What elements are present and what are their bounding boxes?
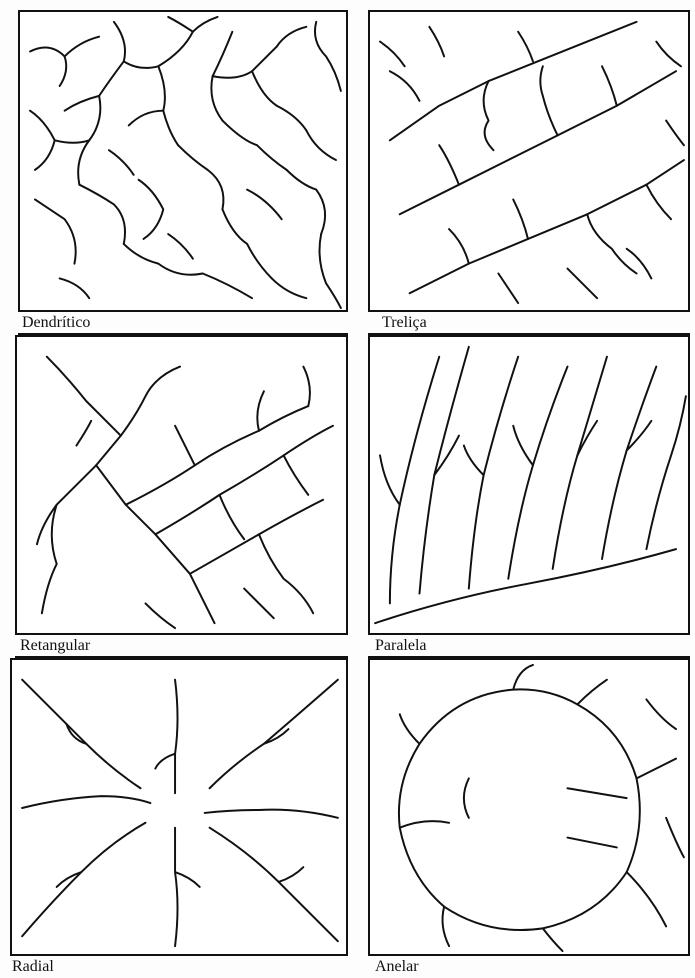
panel-anelar — [368, 658, 690, 956]
label-radial: Radial — [12, 958, 54, 976]
label-retangular: Retangular — [20, 637, 90, 655]
label-dendritico: Dendrítico — [22, 314, 90, 332]
trellis-drainage-drawing — [370, 12, 688, 310]
label-paralela: Paralela — [375, 637, 427, 655]
parallel-drainage-drawing — [370, 337, 688, 633]
panel-trelica — [368, 10, 690, 312]
panel-dendritico — [18, 10, 348, 312]
label-trelica: Treliça — [382, 314, 427, 332]
radial-drainage-drawing — [12, 660, 346, 954]
rectangular-drainage-drawing — [17, 337, 346, 633]
annular-drainage-drawing — [370, 660, 688, 954]
panel-retangular — [15, 335, 348, 635]
label-anelar: Anelar — [375, 958, 419, 976]
dendritic-drainage-drawing — [20, 12, 346, 310]
panel-paralela — [368, 335, 690, 635]
panel-radial — [10, 658, 348, 956]
